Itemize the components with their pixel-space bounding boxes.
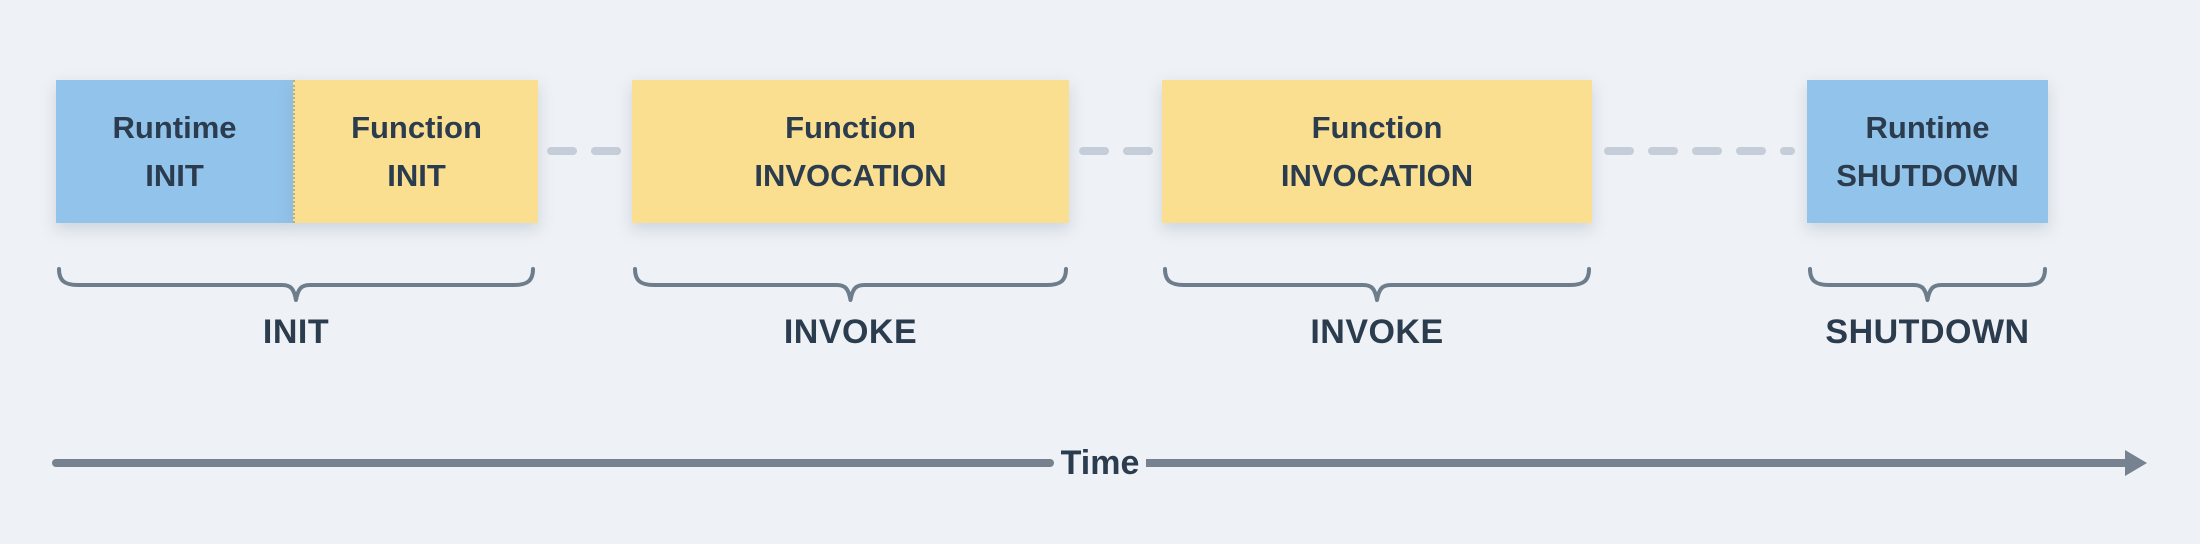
dash-segment bbox=[1692, 147, 1722, 155]
phase-label-invoke-1: INVOKE bbox=[783, 313, 918, 351]
phase-label-init: INIT bbox=[262, 313, 330, 351]
timeline-arrowhead-icon bbox=[2125, 450, 2147, 476]
dash-segment bbox=[1604, 147, 1634, 155]
block-title: Function bbox=[351, 109, 482, 145]
block-runtime-shutdown: Runtime SHUTDOWN bbox=[1807, 80, 2048, 223]
block-title: Function bbox=[1311, 109, 1443, 145]
block-title: Runtime bbox=[1865, 109, 1990, 145]
underbrace-shutdown bbox=[1808, 267, 2047, 302]
block-subtitle: INIT bbox=[387, 157, 446, 193]
timeline-right-segment bbox=[1146, 459, 2127, 467]
block-subtitle: INIT bbox=[145, 157, 204, 193]
dash-segment bbox=[1078, 147, 1109, 155]
block-title: Runtime bbox=[112, 109, 237, 145]
dash-segment bbox=[1648, 147, 1678, 155]
dash-segment bbox=[1736, 147, 1766, 155]
dash-segment bbox=[1122, 147, 1153, 155]
underbrace-init bbox=[57, 267, 535, 302]
block-subtitle: INVOCATION bbox=[754, 157, 947, 193]
dash-segment bbox=[547, 147, 577, 155]
block-title: Function bbox=[785, 109, 916, 145]
dash-segment bbox=[591, 147, 621, 155]
dashed-connector bbox=[536, 147, 632, 155]
block-function-init: Function INIT bbox=[293, 80, 538, 223]
underbrace-invoke-2 bbox=[1163, 267, 1591, 302]
dashed-connector bbox=[1069, 147, 1162, 155]
phase-label-invoke-2: INVOKE bbox=[1310, 313, 1444, 351]
dashed-connector bbox=[1592, 147, 1807, 155]
dash-segment bbox=[1780, 147, 1795, 155]
phase-label-shutdown: SHUTDOWN bbox=[1825, 313, 2030, 351]
block-subtitle: INVOCATION bbox=[1280, 157, 1474, 193]
block-function-invocation-2: Function INVOCATION bbox=[1162, 80, 1592, 223]
block-function-invocation-1: Function INVOCATION bbox=[632, 80, 1069, 223]
block-subtitle: SHUTDOWN bbox=[1836, 157, 2019, 193]
underbrace-invoke-1 bbox=[633, 267, 1068, 302]
timeline-left-segment bbox=[52, 459, 1054, 467]
timeline-label: Time bbox=[1060, 444, 1140, 482]
block-runtime-init: Runtime INIT bbox=[56, 80, 293, 223]
